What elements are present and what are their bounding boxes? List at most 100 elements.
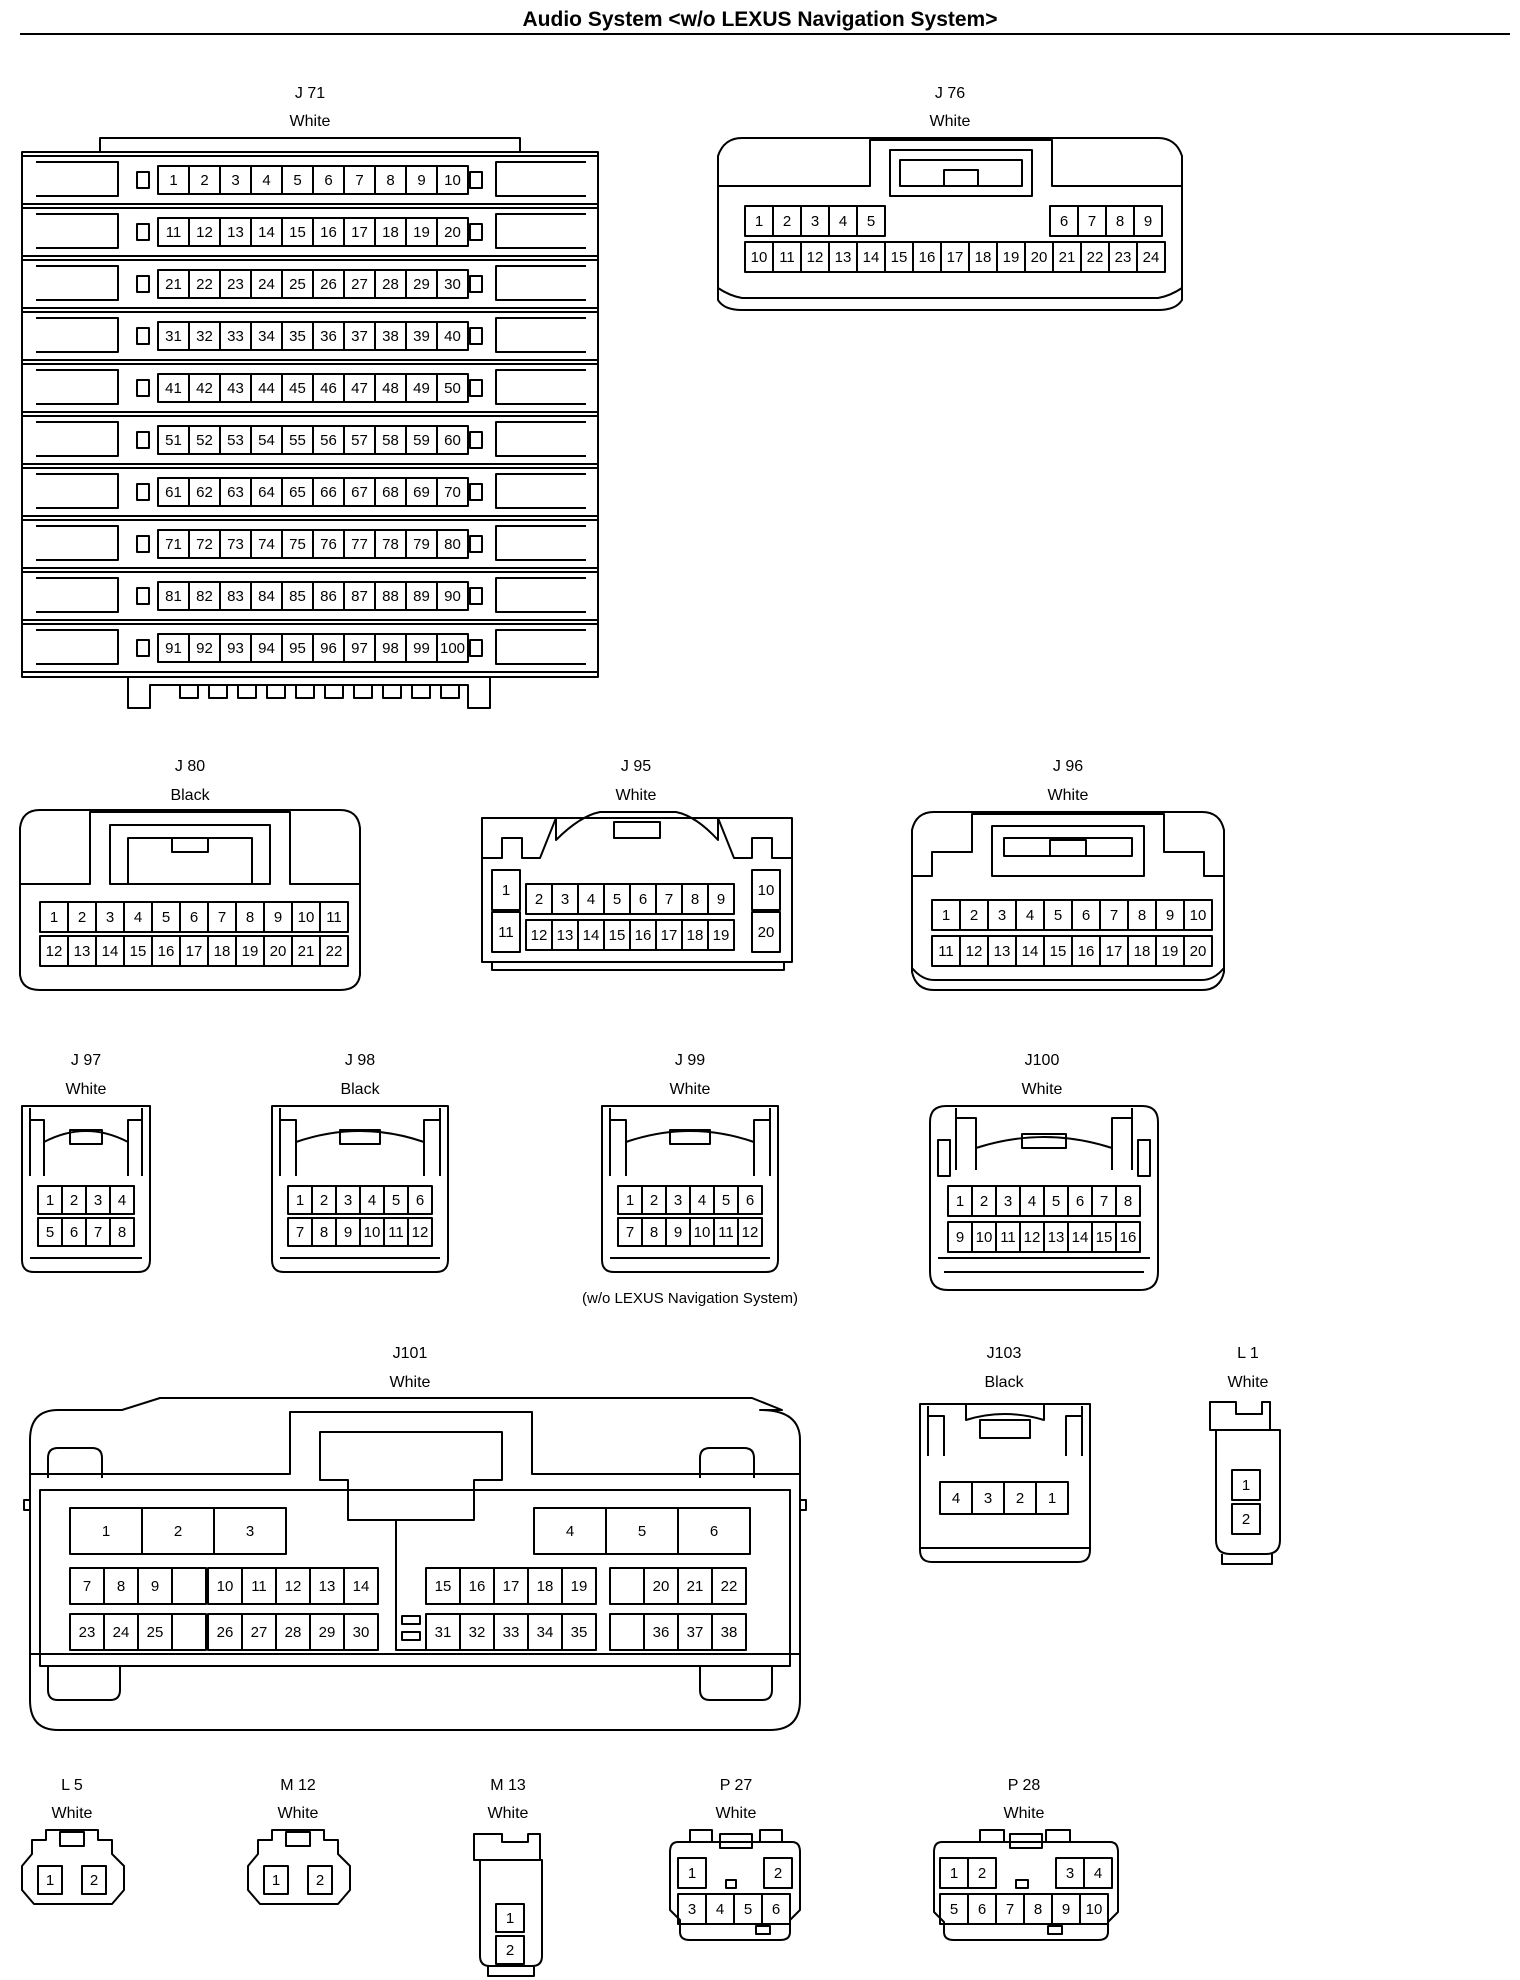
j99-pin-label: 2 — [650, 1192, 658, 1209]
j96-pin-label: 18 — [1134, 943, 1151, 960]
j71-pin — [436, 217, 469, 247]
j71-row-left-guide — [36, 265, 119, 301]
j101-pin-label: 11 — [251, 1578, 267, 1595]
j80-pin-label: 2 — [78, 909, 86, 926]
j76-pin-label: 2 — [783, 213, 791, 230]
j101-pin-label: 12 — [285, 1578, 302, 1595]
j97-pin-label: 8 — [118, 1224, 126, 1241]
j80-pin-label: 8 — [246, 909, 254, 926]
j101-pin-label: 28 — [285, 1624, 302, 1641]
j99-pin-label: 6 — [746, 1192, 754, 1209]
l1-detail — [1214, 1429, 1280, 1565]
j95-pin-label: 4 — [587, 891, 595, 908]
j76-pin-label: 13 — [835, 249, 852, 266]
j95-pin-label: 20 — [758, 924, 775, 941]
j71-pin-label: 88 — [382, 588, 399, 605]
j71-row-left-guide — [36, 629, 119, 665]
j71-pin-label: 47 — [351, 380, 368, 397]
j71-row-left-slot — [136, 327, 150, 345]
j97-top-arch — [43, 1130, 129, 1143]
j96-pin-label: 5 — [1054, 907, 1062, 924]
l5-pin — [81, 1865, 107, 1895]
j71-pin-label: 29 — [413, 276, 430, 293]
j71-pin-label: 25 — [289, 276, 306, 293]
j100-pin-label: 1 — [956, 1193, 964, 1210]
j98-pin-label: 3 — [344, 1192, 352, 1209]
j71-pin-label: 71 — [165, 536, 182, 553]
j95-pin-label: 2 — [535, 891, 543, 908]
j71-pin-label: 51 — [165, 432, 182, 449]
j101-top-clips — [47, 1447, 755, 1478]
j71-pin-label: 61 — [165, 484, 182, 501]
j101-pin-field — [39, 1489, 791, 1667]
p28-pin-label: 2 — [978, 1865, 986, 1882]
j80-pin-label: 16 — [158, 943, 175, 960]
j98-color: Black — [340, 1081, 380, 1098]
j100-pin-label: 14 — [1072, 1229, 1089, 1246]
p28-pin-label: 6 — [978, 1901, 986, 1918]
j71-row-left-slot — [136, 639, 150, 657]
j71-pin-label: 43 — [227, 380, 244, 397]
j71-pin-label: 42 — [196, 380, 213, 397]
j101-pin-label: 18 — [537, 1578, 554, 1595]
j101-pin-label: 9 — [151, 1578, 159, 1595]
j101-pin — [561, 1613, 597, 1651]
j71-row-frame — [21, 363, 599, 413]
m13-color: White — [488, 1805, 529, 1822]
j96-pin-label: 8 — [1138, 907, 1146, 924]
j71-row-frame — [21, 571, 599, 621]
j80-key-tab — [171, 837, 209, 853]
j100-key — [1021, 1133, 1067, 1149]
j95-pin — [491, 911, 521, 953]
j71-pin-label: 91 — [165, 640, 182, 657]
j96-pin-label: 13 — [994, 943, 1011, 960]
j95-pin-label: 10 — [758, 882, 775, 899]
j80-name: J 80 — [175, 758, 205, 775]
l1-pin-label: 1 — [1242, 1477, 1250, 1494]
j76-pin-label: 20 — [1031, 249, 1048, 266]
j71-row-left-slot — [136, 483, 150, 501]
j80-pin-label: 22 — [326, 943, 343, 960]
j96-pin — [1183, 935, 1213, 967]
j98-pin-label: 1 — [296, 1192, 304, 1209]
j71-row-right-guide — [495, 577, 586, 613]
j76-pin-label: 4 — [839, 213, 847, 230]
j71-pin-label: 69 — [413, 484, 430, 501]
j71-pin-label: 100 — [440, 640, 465, 657]
j95-pin — [491, 869, 521, 911]
j71-row-right-slot — [469, 535, 483, 553]
j71-pin-label: 11 — [166, 224, 182, 241]
j71-pin-label: 33 — [227, 328, 244, 345]
j76-pin-label: 19 — [1003, 249, 1020, 266]
j96-pin-label: 9 — [1166, 907, 1174, 924]
j97-pin — [109, 1217, 135, 1247]
j95-pin-label: 14 — [583, 927, 600, 944]
j71-row-right-slot — [469, 431, 483, 449]
p27-top-latches — [689, 1829, 783, 1842]
j76-pin — [1136, 241, 1166, 273]
j71-row-right-slot — [469, 379, 483, 397]
j80-pin-label: 6 — [190, 909, 198, 926]
j71-pin-label: 20 — [444, 224, 461, 241]
j71-pin-label: 83 — [227, 588, 244, 605]
j71-row-frame — [21, 259, 599, 309]
p28-pin — [1079, 1893, 1109, 1925]
j103-pin-label: 3 — [984, 1490, 992, 1507]
j71-pin-label: 53 — [227, 432, 244, 449]
j71-pin-label: 39 — [413, 328, 430, 345]
j71-row-left-guide — [36, 161, 119, 197]
j101-pin-label: 30 — [353, 1624, 370, 1641]
j71-pin-label: 35 — [289, 328, 306, 345]
j101-pin-label: 13 — [319, 1578, 336, 1595]
j71-pin-label: 14 — [258, 224, 275, 241]
j76-pin-label: 21 — [1059, 249, 1076, 266]
j96-housing — [911, 811, 1225, 991]
j95-bottom-lip — [491, 962, 785, 971]
j98-housing — [271, 1105, 449, 1273]
j71-pin-label: 65 — [289, 484, 306, 501]
j101-pin — [171, 1567, 207, 1605]
